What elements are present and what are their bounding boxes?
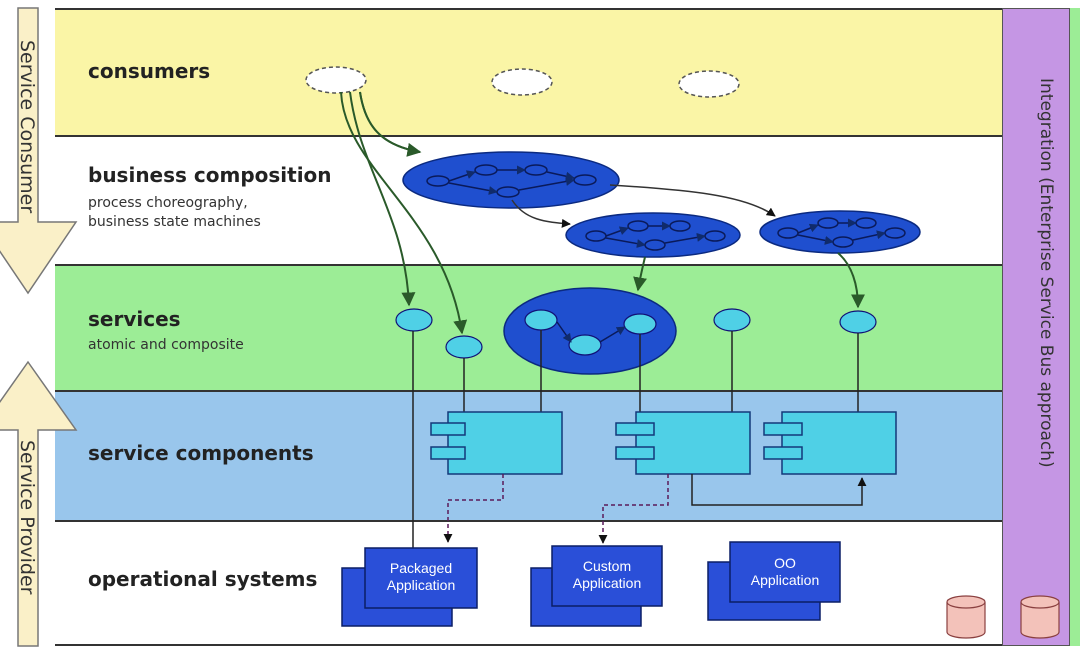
service-to-component-lines xyxy=(412,330,859,550)
business-composition-sub1: process choreography, xyxy=(88,195,248,211)
provider-arrow xyxy=(0,360,78,647)
packaged-app-label: Packaged Application xyxy=(386,560,456,593)
consumers-title: consumers xyxy=(88,59,211,83)
comp1-to-packaged xyxy=(443,474,504,543)
comp2-to-custom xyxy=(598,474,669,544)
flow-consumer-svc2 xyxy=(340,91,468,335)
oo-app-stack xyxy=(707,541,841,621)
consumer-arrow xyxy=(0,7,78,295)
comp2-comp3-link xyxy=(691,474,867,506)
service-oval-3 xyxy=(713,308,751,332)
process-ellipse-1 xyxy=(402,151,620,209)
component-box-2 xyxy=(615,411,751,475)
database-icon xyxy=(946,595,986,639)
esb-column xyxy=(1002,8,1070,646)
packaged-app-stack xyxy=(341,547,478,627)
esb-right-strip xyxy=(1070,8,1080,646)
esb-database-icon xyxy=(1020,595,1060,639)
process-ellipse-3 xyxy=(759,210,921,254)
consumer-ellipse-2 xyxy=(491,68,553,96)
service-consumer-label: Service Consumer xyxy=(16,40,38,214)
consumer-ellipse-1 xyxy=(305,66,367,94)
flow-p1-p2 xyxy=(511,199,571,228)
process-nodes-1 xyxy=(426,164,597,198)
process-nodes-3 xyxy=(777,217,906,248)
consumer-ellipse-3 xyxy=(678,70,740,98)
flow-p3-svc5 xyxy=(837,252,865,309)
operational-systems-title: operational systems xyxy=(88,567,318,591)
component-box-3 xyxy=(763,411,897,475)
business-composition-title: business composition xyxy=(88,163,332,187)
composite-service-ellipse xyxy=(503,287,677,375)
service-oval-4 xyxy=(839,310,877,334)
service-provider-label: Service Provider xyxy=(16,440,38,595)
esb-label: Integration (Enterprise Service Bus appr… xyxy=(1036,78,1056,468)
services-title: services xyxy=(88,307,181,331)
operational-systems-layer xyxy=(55,520,1002,646)
composite-oval-b xyxy=(568,334,602,356)
business-composition-sub2: business state machines xyxy=(88,214,261,230)
service-oval-1 xyxy=(395,308,433,332)
services-sub: atomic and composite xyxy=(88,337,244,353)
component-box-1 xyxy=(430,411,563,475)
service-oval-2 xyxy=(445,335,483,359)
flow-consumer-svc1 xyxy=(349,91,416,307)
composite-oval-c xyxy=(623,313,657,335)
custom-app-stack xyxy=(530,545,663,627)
process-nodes-2 xyxy=(585,220,726,251)
composite-oval-a xyxy=(524,309,558,331)
custom-app-label: Custom Application xyxy=(572,558,642,591)
process-ellipse-2 xyxy=(565,212,741,258)
oo-app-label: OO Application xyxy=(750,555,820,588)
service-components-title: service components xyxy=(88,441,314,465)
flow-p2-composite xyxy=(633,256,647,292)
flow-p1-p3 xyxy=(609,184,776,217)
